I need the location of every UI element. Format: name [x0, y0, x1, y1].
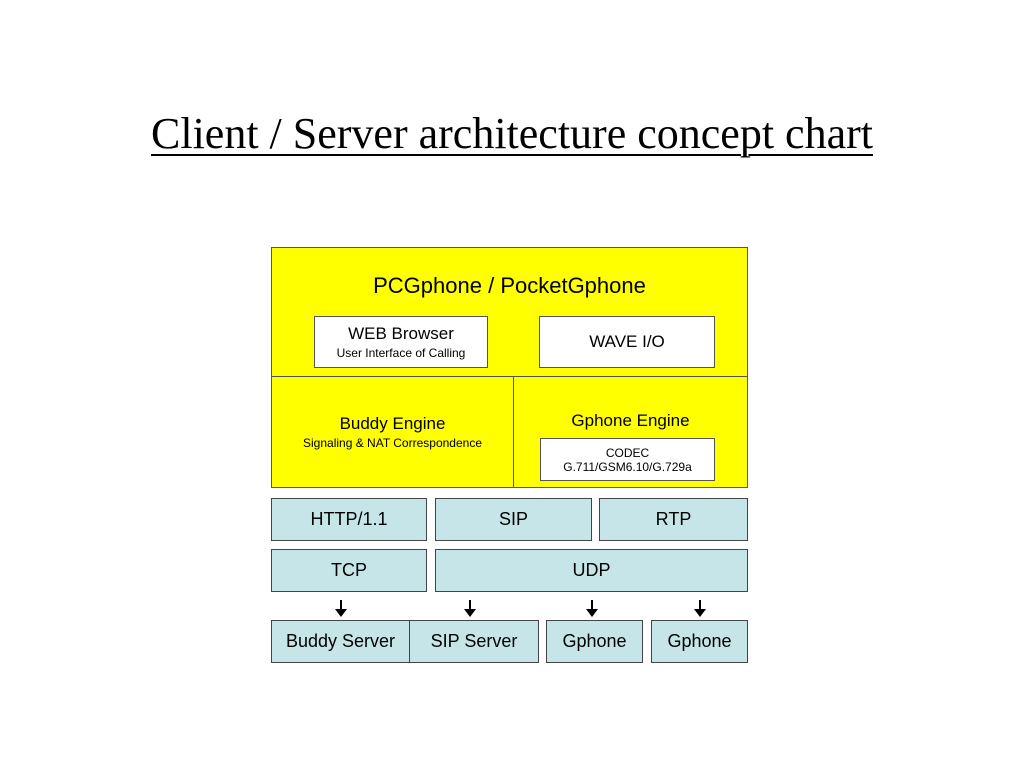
protocol-sip-label: SIP [498, 509, 528, 529]
codec-box: CODEC G.711/GSM6.10/G.729a [540, 438, 715, 481]
server-buddy: Buddy Server [271, 620, 410, 663]
buddy-engine-box: Buddy Engine Signaling & NAT Corresponde… [271, 376, 514, 488]
server-buddy-label: Buddy Server [285, 631, 396, 651]
protocol-udp: UDP [435, 549, 748, 592]
protocol-rtp-label: RTP [655, 509, 692, 529]
wave-io-label: WAVE I/O [589, 332, 665, 351]
slide-title: Client / Server architecture concept cha… [151, 109, 873, 158]
protocol-rtp: RTP [599, 498, 748, 541]
server-gphone-1: Gphone [546, 620, 643, 663]
protocol-tcp: TCP [271, 549, 427, 592]
server-sip-label: SIP Server [430, 631, 518, 651]
web-browser-title: WEB Browser [348, 324, 454, 343]
server-gphone-1-label: Gphone [562, 631, 627, 651]
protocol-udp-label: UDP [572, 560, 611, 580]
protocol-sip: SIP [435, 498, 592, 541]
protocol-http-label: HTTP/1.1 [310, 509, 388, 529]
protocol-http: HTTP/1.1 [271, 498, 427, 541]
server-sip: SIP Server [409, 620, 539, 663]
codec-formats: G.711/GSM6.10/G.729a [563, 459, 692, 474]
web-browser-box: WEB Browser User Interface of Calling [314, 316, 488, 368]
arrow-down-icon [694, 600, 706, 618]
server-gphone-2: Gphone [651, 620, 748, 663]
arrow-down-icon [464, 600, 476, 618]
codec-title: CODEC [605, 445, 650, 460]
arrow-down-icon [586, 600, 598, 618]
client-app-title: PCGphone / PocketGphone [373, 273, 646, 298]
protocol-tcp-label: TCP [331, 560, 367, 580]
buddy-engine-title: Buddy Engine [339, 414, 446, 433]
gphone-engine-title: Gphone Engine [571, 411, 690, 430]
arrow-down-icon [335, 600, 347, 618]
wave-io-box: WAVE I/O [539, 316, 715, 368]
buddy-engine-subtitle: Signaling & NAT Correspondence [303, 436, 482, 450]
server-gphone-2-label: Gphone [667, 631, 732, 651]
web-browser-subtitle: User Interface of Calling [336, 346, 466, 360]
